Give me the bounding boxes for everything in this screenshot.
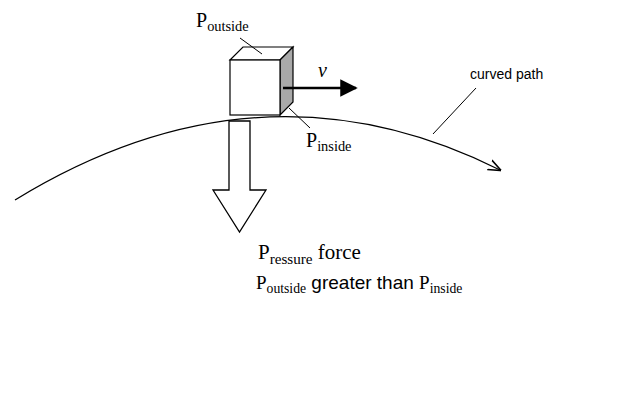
pressure-force-arrow	[213, 121, 266, 232]
cube-side-face	[280, 47, 293, 115]
path-label: curved path	[470, 66, 543, 83]
force-caption: Pressure force	[258, 240, 361, 265]
velocity-arrow	[283, 87, 356, 90]
pressure-comparison: Poutside greater than Pinside	[256, 272, 462, 295]
cube-front-face	[230, 60, 280, 115]
pressure-label: Pinside	[306, 128, 352, 152]
leader-line	[289, 108, 310, 128]
pressure-label: Poutside	[196, 8, 249, 32]
curved-path-line	[15, 117, 500, 200]
leader-line	[240, 38, 262, 54]
velocity-symbol: v	[318, 58, 327, 82]
leader-line	[433, 88, 476, 134]
